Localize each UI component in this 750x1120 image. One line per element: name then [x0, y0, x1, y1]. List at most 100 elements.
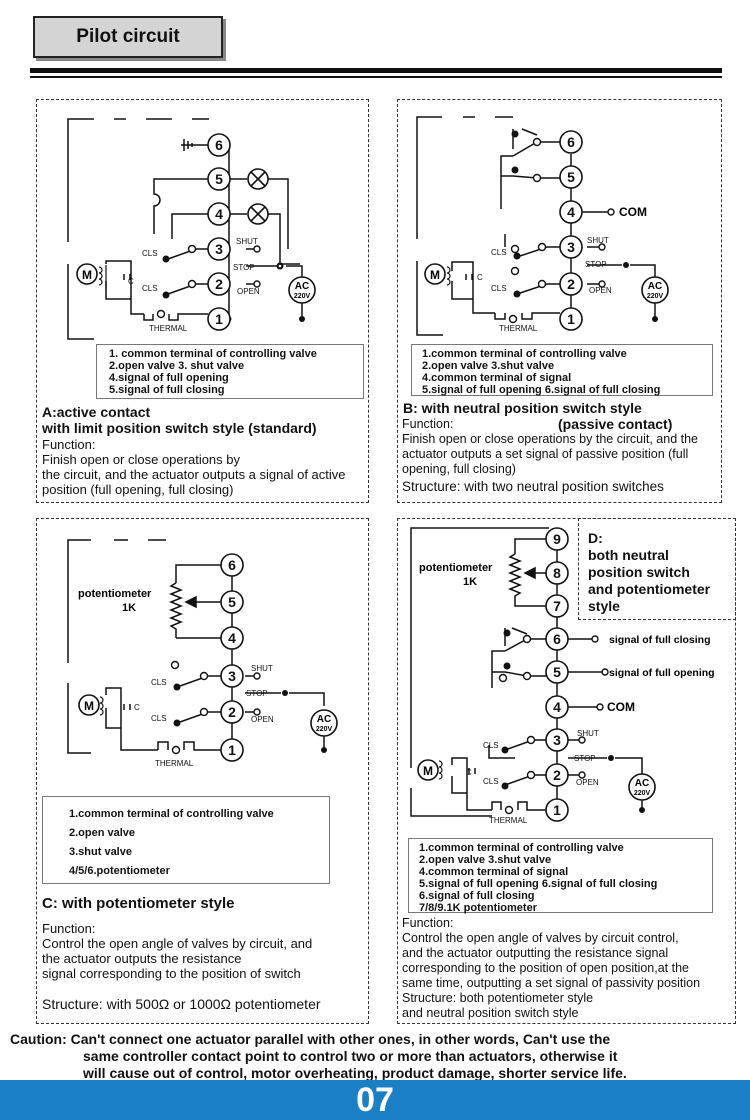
- svg-text:5: 5: [553, 664, 561, 680]
- potentiometer-label: potentiometer: [78, 588, 152, 600]
- panel-c-heading: C: with potentiometer style: [42, 895, 235, 912]
- svg-text:3: 3: [553, 732, 561, 748]
- svg-text:6: 6: [567, 134, 575, 150]
- signal-full-closing-label: signal of full closing: [609, 634, 711, 646]
- panel-b: [397, 99, 722, 503]
- motor-label: M: [423, 764, 433, 778]
- potentiometer-value: 1K: [122, 602, 136, 614]
- svg-text:4: 4: [228, 630, 236, 646]
- label-c: C: [477, 273, 483, 282]
- panel-a-function: Function: Finish open or close operation…: [42, 437, 346, 497]
- panel-c-diagram: 654 321 potentiometer 1K SHUT STOP OPEN …: [67, 539, 338, 768]
- panel-a: [36, 99, 369, 503]
- ac-label: AC: [635, 778, 649, 789]
- com-label: COM: [607, 700, 635, 714]
- label-shut: SHUT: [587, 236, 609, 245]
- svg-text:2: 2: [553, 767, 561, 783]
- svg-text:1: 1: [553, 802, 561, 818]
- motor-label: M: [430, 268, 440, 282]
- voltage-label: 220V: [634, 790, 651, 797]
- svg-text:5: 5: [567, 169, 575, 185]
- panel-b-diagram: 6 5 4 3 2 1 COM SHUT STOP OPEN CLS CLS THERM…: [416, 116, 669, 336]
- label-cls: CLS: [491, 248, 507, 257]
- potentiometer-label: potentiometer: [419, 562, 493, 574]
- svg-text:6: 6: [215, 137, 223, 153]
- voltage-label: 220V: [316, 726, 333, 733]
- svg-text:4: 4: [215, 206, 223, 222]
- svg-text:4: 4: [567, 204, 575, 220]
- label-thermal: THERMAL: [499, 324, 538, 333]
- panel-c: [36, 518, 369, 1024]
- svg-text:9: 9: [553, 531, 561, 547]
- signal-full-opening-label: signal of full opening: [609, 667, 715, 679]
- svg-text:8: 8: [553, 565, 561, 581]
- label-shut: SHUT: [577, 729, 599, 738]
- label-thermal: THERMAL: [155, 759, 194, 768]
- voltage-label: 220V: [294, 293, 311, 300]
- panel-c-structure: Structure: with 500Ω or 1000Ω potentiome…: [42, 996, 321, 1012]
- label-stop: STOP: [585, 260, 607, 269]
- svg-text:7: 7: [553, 598, 561, 614]
- caution-note: Caution: Can't connect one actuator para…: [10, 1031, 627, 1081]
- label-cls: CLS: [142, 284, 158, 293]
- potentiometer-value: 1K: [463, 576, 477, 588]
- label-c: C: [466, 768, 472, 777]
- label-cls: CLS: [151, 714, 167, 723]
- header-rule-thin: [30, 76, 722, 78]
- ac-label: AC: [317, 714, 331, 725]
- label-open: OPEN: [251, 715, 274, 724]
- label-cls: CLS: [491, 284, 507, 293]
- svg-text:3: 3: [215, 241, 223, 257]
- voltage-label: 220V: [647, 293, 664, 300]
- panel-d-heading-box: [578, 518, 736, 620]
- svg-text:1: 1: [567, 311, 575, 327]
- label-thermal: THERMAL: [149, 324, 188, 333]
- svg-text:1: 1: [228, 742, 236, 758]
- label-stop: STOP: [574, 754, 596, 763]
- svg-text:4: 4: [553, 699, 561, 715]
- label-shut: SHUT: [236, 237, 258, 246]
- svg-text:6: 6: [553, 631, 561, 647]
- label-cls: CLS: [483, 777, 499, 786]
- svg-text:3: 3: [228, 668, 236, 684]
- label-cls: CLS: [142, 249, 158, 258]
- panel-a-diagram: 6 5 4 3 2 1 SHUT STOP OPEN CLS CLS THERMAL C…: [67, 118, 316, 340]
- svg-text:2: 2: [215, 276, 223, 292]
- label-c: C: [134, 703, 140, 712]
- panel-c-function: Function: Control the open angle of valv…: [42, 921, 313, 981]
- label-open: OPEN: [589, 286, 612, 295]
- svg-text:5: 5: [215, 171, 223, 187]
- page-number-bar: 07: [0, 1080, 750, 1120]
- label-c: C: [128, 277, 134, 286]
- label-cls: CLS: [151, 678, 167, 687]
- svg-text:2: 2: [228, 704, 236, 720]
- label-open: OPEN: [237, 287, 260, 296]
- label-cls: CLS: [483, 741, 499, 750]
- com-label: COM: [619, 205, 647, 219]
- label-thermal: THERMAL: [489, 816, 528, 825]
- page-title: Pilot circuit: [33, 16, 223, 58]
- svg-text:1: 1: [215, 311, 223, 327]
- svg-text:5: 5: [228, 594, 236, 610]
- label-stop: STOP: [233, 263, 255, 272]
- panel-d-diagram: 9 8 7 6 5 4 3 2 1 potentiometer 1K signal of f…: [410, 527, 715, 825]
- page-number: 07: [356, 1080, 394, 1119]
- svg-text:3: 3: [567, 239, 575, 255]
- label-open: OPEN: [576, 778, 599, 787]
- ac-label: AC: [295, 281, 309, 292]
- header-rule-thick: [30, 68, 722, 73]
- motor-label: M: [84, 699, 94, 713]
- panel-b-heading: B: with neutral position switch style (p…: [403, 400, 673, 432]
- label-stop: STOP: [246, 689, 268, 698]
- panel-d-function: Function: Control the open angle of valv…: [402, 916, 701, 1020]
- ac-label: AC: [648, 281, 662, 292]
- panel-b-function: Function: Finish open or close operation…: [402, 417, 699, 494]
- svg-text:2: 2: [567, 276, 575, 292]
- label-shut: SHUT: [251, 664, 273, 673]
